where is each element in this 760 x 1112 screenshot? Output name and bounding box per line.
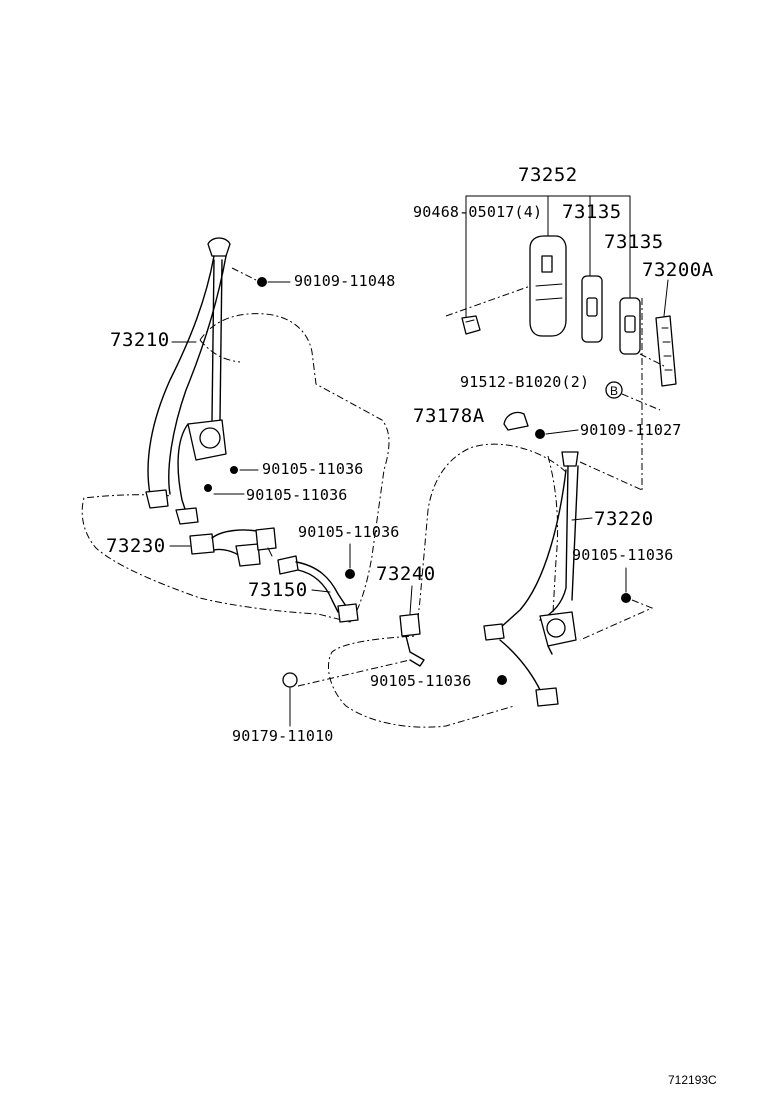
label-73135-b: 73135 — [604, 231, 664, 253]
bolt-90109-11048 — [231, 267, 291, 287]
label-73252: 73252 — [518, 164, 578, 186]
left-seat-outline — [81, 313, 390, 623]
buckle-73150 — [277, 555, 359, 623]
label-73240: 73240 — [376, 563, 436, 585]
label-90105-11036-a: 90105-11036 — [262, 460, 364, 478]
adjuster-leader — [639, 353, 665, 367]
bolt-90105-11036-right — [579, 567, 654, 641]
anchor-cover-73178A — [503, 411, 529, 431]
bolt-90109-11027 — [535, 429, 579, 439]
label-73150: 73150 — [248, 579, 308, 601]
cover-73252 — [529, 235, 567, 337]
buckle-73240 — [399, 585, 425, 667]
label-90179-11010: 90179-11010 — [232, 727, 334, 745]
callout-letter-b: B — [610, 384, 618, 398]
bolt-90105-11036-a — [230, 466, 259, 474]
belt-73220 — [483, 451, 593, 707]
adjuster-73200A — [655, 279, 677, 387]
label-73230: 73230 — [106, 535, 166, 557]
bolt-91512-callout: B — [605, 381, 661, 411]
label-90468-05017: 90468-05017(4) — [413, 203, 543, 221]
diagram-code: 712193C — [668, 1073, 717, 1087]
bolt-90105-11036-c — [345, 543, 355, 579]
cover-73135-b — [619, 297, 641, 355]
group-bracket — [465, 195, 631, 319]
clip-90468 — [461, 315, 481, 335]
belt-73210 — [145, 237, 231, 525]
label-73200A: 73200A — [642, 259, 714, 281]
label-90109-11048: 90109-11048 — [294, 272, 396, 290]
label-73178A: 73178A — [413, 405, 485, 427]
nut-90179-11010 — [282, 659, 411, 727]
buckle-73230 — [169, 527, 277, 567]
clip-leader — [445, 283, 537, 317]
label-73210: 73210 — [110, 329, 170, 351]
label-90105-11036-d: 90105-11036 — [572, 546, 674, 564]
label-90105-11036-c: 90105-11036 — [298, 523, 400, 541]
label-90109-11027: 90109-11027 — [580, 421, 682, 439]
label-90105-11036-e: 90105-11036 — [370, 672, 472, 690]
label-73220: 73220 — [594, 508, 654, 530]
label-91512-B1020: 91512-B1020(2) — [460, 373, 590, 391]
label-90105-11036-b: 90105-11036 — [246, 486, 348, 504]
bolt-90105-11036-b — [204, 484, 245, 495]
bolt-90105-11036-e — [497, 675, 507, 685]
label-73135-a: 73135 — [562, 201, 622, 223]
cover-73135-a — [581, 275, 603, 343]
right-seat-outline — [328, 443, 567, 728]
